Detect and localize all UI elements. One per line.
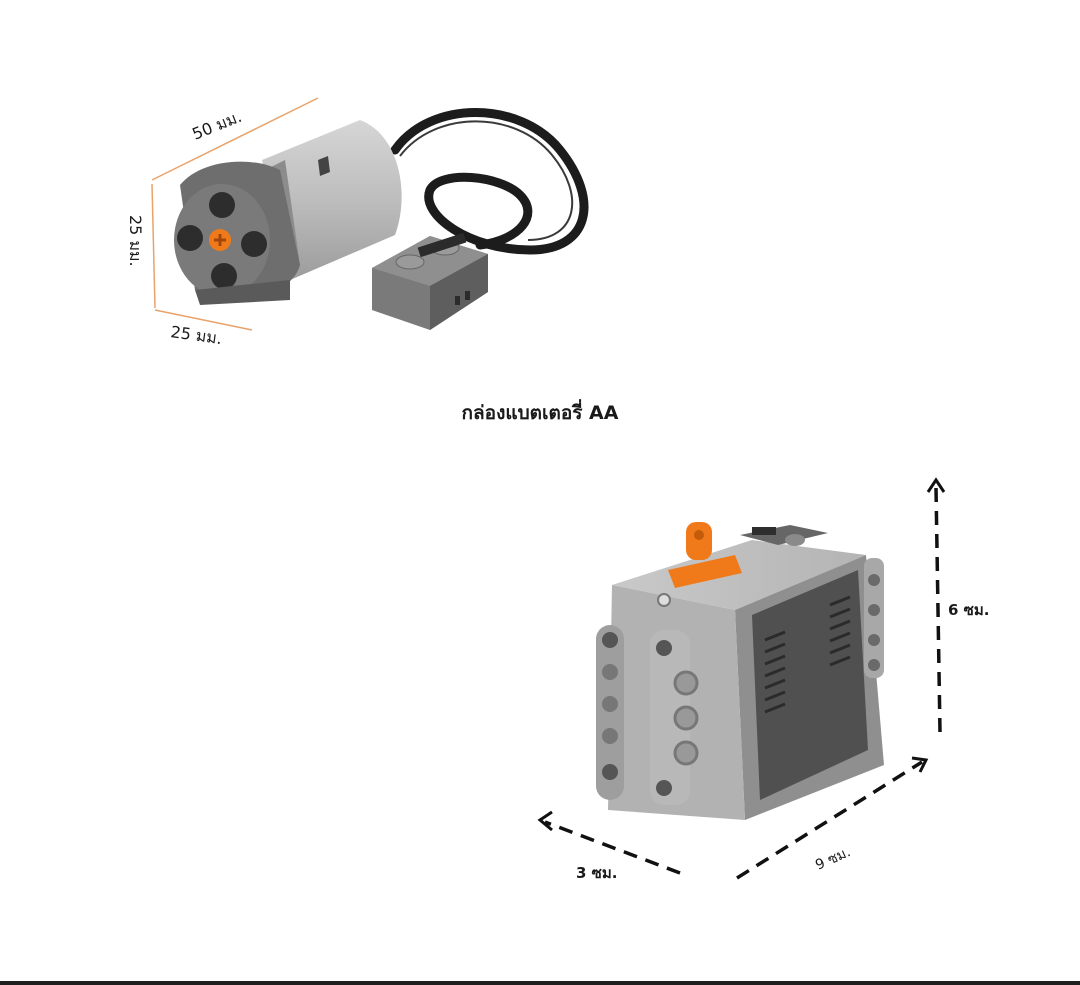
- motor-body: [174, 120, 402, 305]
- battery-height-arrow: [926, 477, 946, 733]
- battery-depth-label: 3 ซม.: [576, 864, 617, 882]
- motor-hole-bottom: [211, 263, 237, 289]
- motor-image: 50 มม. 25 มม. 25 มม.: [126, 97, 589, 348]
- motor-hole-top: [209, 192, 235, 218]
- battery-length-label: 9 ซม.: [813, 844, 853, 873]
- motor-hole-right: [241, 231, 267, 257]
- motor-height-label: 25 มม.: [126, 215, 145, 267]
- motor-cable: [390, 108, 589, 255]
- battery-length-arrow: [736, 756, 929, 880]
- motor-length-dimension-line: [151, 97, 319, 181]
- battery-front-beams: [596, 593, 699, 805]
- battery-box-image: 6 ซม. 3 ซม. 9 ซม.: [537, 477, 989, 882]
- battery-depth-arrow: [537, 810, 681, 875]
- battery-box-caption: กล่องแบตเตอรี่ AA: [461, 402, 619, 424]
- motor-connector-plug: [372, 232, 488, 330]
- battery-vents: [764, 595, 851, 714]
- motor-width-dimension-line: [154, 309, 253, 331]
- battery-height-label: 6 ซม.: [948, 601, 989, 619]
- battery-connector-pad: [740, 525, 828, 546]
- battery-switch: [668, 522, 742, 588]
- motor-width-label: 25 มม.: [169, 322, 223, 348]
- motor-hole-left: [177, 225, 203, 251]
- motor-height-dimension-line: [151, 183, 156, 309]
- bottom-divider: [0, 981, 1080, 985]
